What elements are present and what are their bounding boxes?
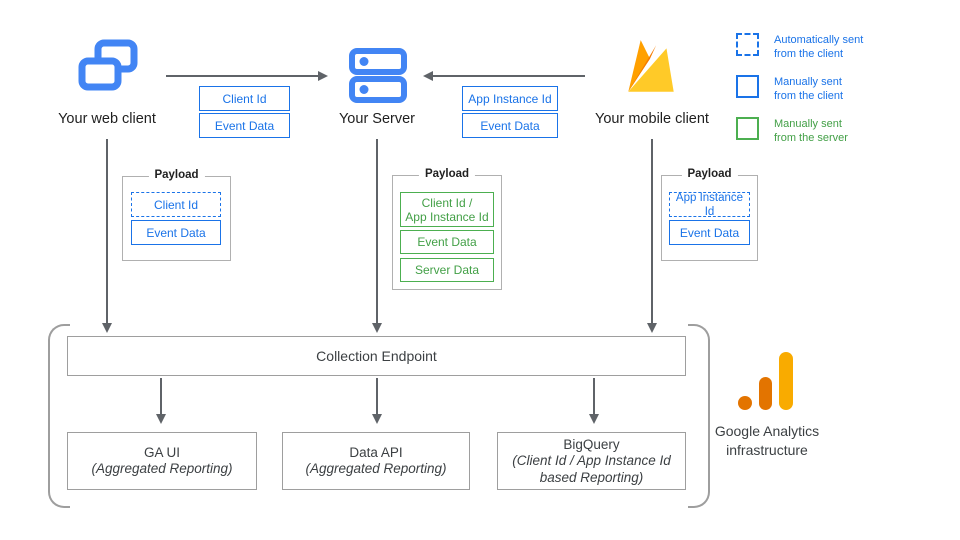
firebase-icon (628, 40, 674, 92)
legend-item-manual-client: Manually sent from the client (736, 75, 946, 103)
payload-server: Payload Client Id / App Instance Id Even… (392, 168, 502, 290)
payload-item-server-data: Server Data (400, 258, 494, 282)
legend-label: Automatically sent from the client (774, 34, 864, 60)
output-subtitle: (Aggregated Reporting) (91, 461, 233, 476)
output-title: GA UI (143, 445, 180, 460)
payload-web: Payload Client Id Event Data (122, 169, 231, 261)
ga-logo-dot-icon (738, 396, 752, 410)
payload-title: Payload (418, 168, 476, 180)
arrowhead-down-icon (372, 414, 382, 424)
payload-title: Payload (681, 168, 738, 180)
arrowhead-right-icon (318, 71, 328, 81)
legend-swatch-dashed-blue-icon (736, 33, 759, 56)
legend-item-auto-client: Automatically sent from the client (736, 33, 946, 61)
tag-client-id: Client Id (199, 86, 290, 111)
bracket-right (688, 324, 710, 508)
bigquery-box: BigQuery (Client Id / App Instance Id ba… (497, 432, 686, 490)
payload-item-event-data: Event Data (400, 230, 494, 254)
legend-swatch-solid-blue-icon (736, 75, 759, 98)
payload-item-event-data: Event Data (131, 220, 221, 245)
payload-item-client-id: Client Id (131, 192, 221, 217)
collection-endpoint-box: Collection Endpoint (67, 336, 686, 376)
legend-item-manual-server: Manually sent from the server (736, 117, 946, 145)
payload-title: Payload (148, 169, 205, 181)
arrowhead-down-icon (589, 414, 599, 424)
collection-endpoint-label: Collection Endpoint (316, 348, 437, 364)
arrowhead-down-icon (156, 414, 166, 424)
web-client-icon (78, 39, 138, 91)
web-client-label: Your web client (58, 111, 156, 127)
arrowhead-down-icon (102, 323, 112, 333)
tag-event-data-web: Event Data (199, 113, 290, 138)
data-api-box: Data API (Aggregated Reporting) (282, 432, 470, 490)
ga-logo-mid-bar-icon (759, 377, 772, 410)
legend-swatch-solid-green-icon (736, 117, 759, 140)
bracket-left (48, 324, 70, 508)
output-subtitle: (Aggregated Reporting) (305, 461, 447, 476)
mobile-client-label: Your mobile client (595, 111, 709, 127)
payload-item-app-instance-id: App Instance Id (669, 192, 750, 218)
output-title: Data API (349, 445, 403, 460)
tag-app-instance-id: App Instance Id (462, 86, 558, 111)
arrowhead-down-icon (647, 323, 657, 333)
ga-logo-tall-bar-icon (779, 352, 793, 410)
payload-mobile: Payload App Instance Id Event Data (661, 168, 758, 261)
server-label: Your Server (338, 111, 416, 127)
ga-ui-box: GA UI (Aggregated Reporting) (67, 432, 257, 490)
output-subtitle: (Client Id / App Instance Id based Repor… (512, 452, 671, 485)
output-title: BigQuery (563, 436, 620, 452)
arrowhead-down-icon (372, 323, 382, 333)
legend-label: Manually sent from the server (774, 118, 848, 144)
server-icon (349, 48, 407, 103)
legend-label: Manually sent from the client (774, 76, 844, 102)
tag-event-data-mobile: Event Data (462, 113, 558, 138)
payload-item-event-data: Event Data (669, 220, 750, 245)
ga-infrastructure-caption: Google Analytics infrastructure (714, 423, 820, 458)
payload-item-client-or-app-id: Client Id / App Instance Id (400, 192, 494, 227)
arrowhead-left-icon (423, 71, 433, 81)
